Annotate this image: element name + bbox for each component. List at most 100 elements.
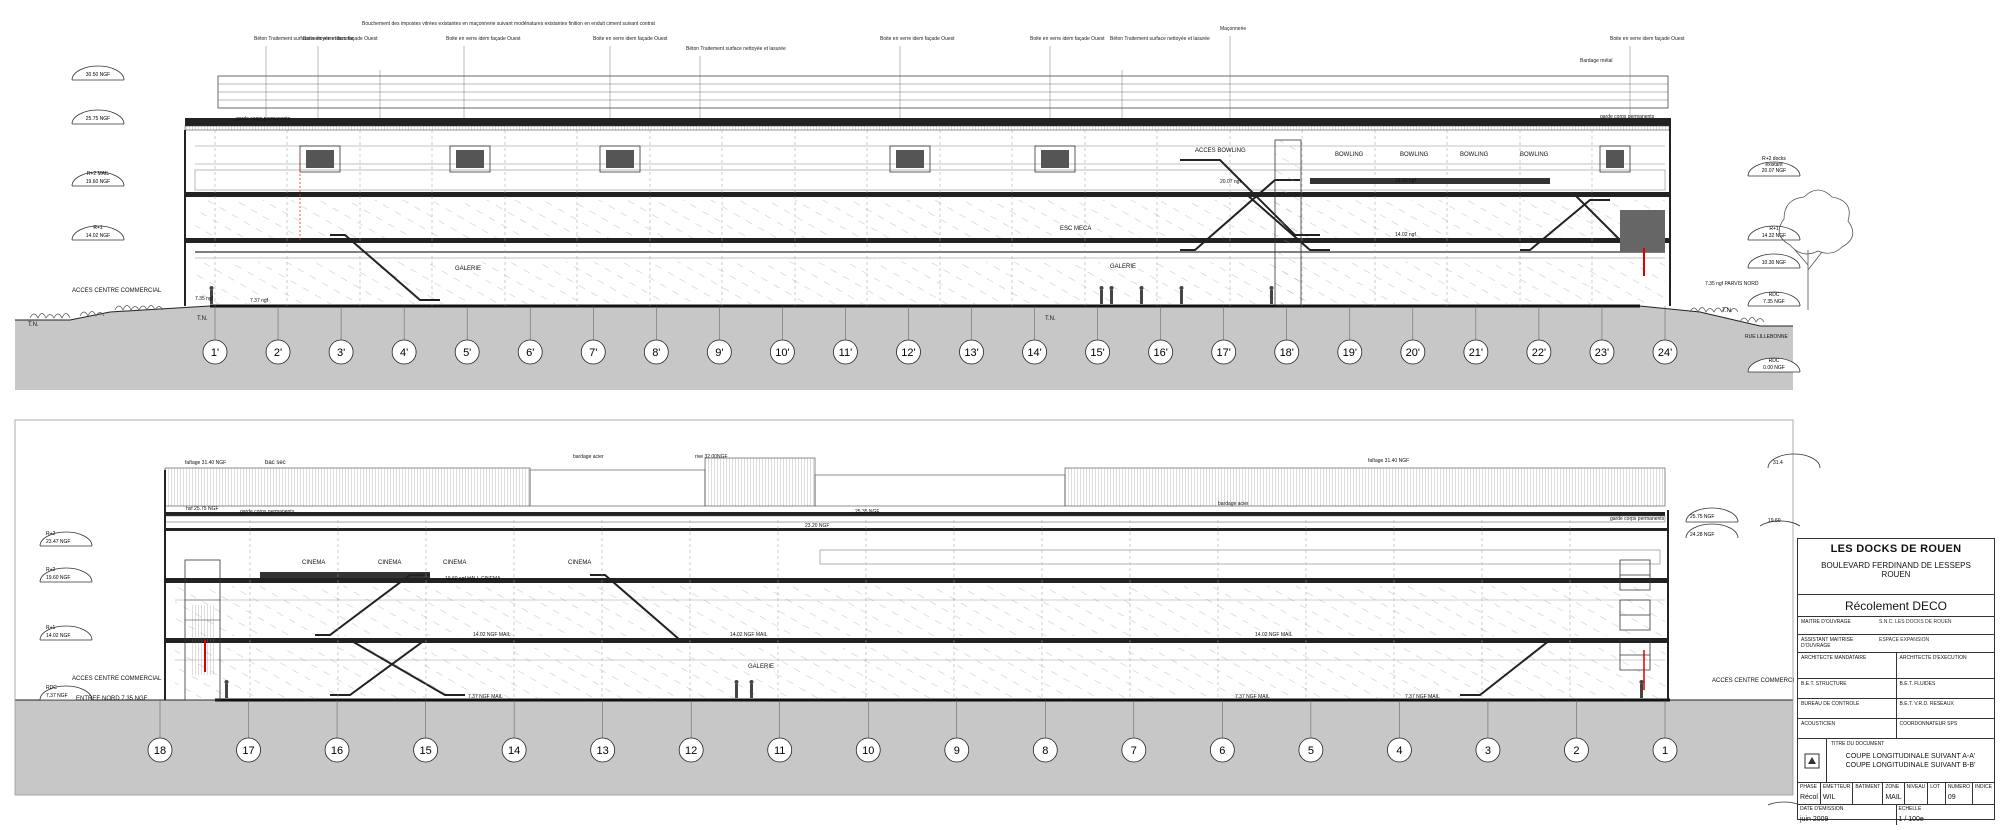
elevator-tower-a (1274, 139, 1302, 306)
level-markers-left-b: R+2 23.47 NGF R+2 19.60 NGF R+1 14.02 NG… (39, 531, 93, 701)
bureau-controle-label: BUREAU DE CONTROLE (1801, 701, 1860, 707)
echelle-value: 1 / 100e (1898, 816, 1924, 823)
grid-label-b: 14 (508, 745, 520, 757)
leader-lines-a (265, 36, 1631, 118)
grid-bubble-b (678, 737, 704, 763)
grid-bubble-a (1652, 339, 1678, 365)
level-r1-ngf: 14.02 NGF (86, 233, 110, 239)
phase-title: Récolement DECO (1798, 595, 1994, 617)
grid-label-a: 14' (1027, 347, 1041, 359)
cinema-1: CINEMA (302, 560, 325, 566)
mail-1402-b: 14.02 NGF MAIL (730, 632, 768, 638)
note-boite-2: Boite en verre idem façade Ouest (446, 36, 521, 42)
bet-row: B.E.T. STRUCTURE B.E.T. FLUIDES (1798, 679, 1994, 699)
date-value: juin 2009 (1800, 816, 1829, 823)
people-figures-a (209, 286, 1274, 304)
level-1960-a: 19.60 ngf (1395, 178, 1416, 184)
note-bouchement: Bouchement des impostes vitrées existant… (362, 21, 656, 27)
bet-fluides-label: B.E.T. FLUIDES (1895, 679, 1995, 698)
arc-markers-bottom (1767, 801, 1801, 806)
reference-cell-header: LOT (1930, 784, 1941, 790)
cinema-4: CINEMA (568, 560, 591, 566)
project-name: LES DOCKS DE ROUEN (1830, 543, 1962, 555)
note-beton-2: Béton Traitement surface nettoyée et las… (686, 46, 786, 52)
document-title: TITRE DU DOCUMENT COUPE LONGITUDINALE SU… (1827, 739, 1994, 782)
level-b-r2-a: R+2 (46, 531, 56, 537)
grid-label-a: 17' (1217, 347, 1231, 359)
bet-structure-label: B.E.T. STRUCTURE (1801, 681, 1847, 687)
level-r1-right: R+1 (1769, 226, 1779, 232)
grid-label-b: 9 (954, 745, 960, 757)
grid-label-b: 10 (862, 745, 874, 757)
grid-label-b: 7 (1131, 745, 1137, 757)
top-notes-a: Béton Traitement surface nettoyée et las… (254, 21, 1685, 64)
grid-bubble-a (328, 339, 354, 365)
level-b-2575: hsf 25.75 NGF (186, 506, 219, 512)
grid-bubble-a (643, 339, 669, 365)
cinema-3: CINEMA (443, 560, 466, 566)
garde-corps-a-2: garde corps permanents (1600, 114, 1655, 120)
grid-label-a: 24' (1658, 347, 1672, 359)
reference-cell-value: Récol (1800, 794, 1818, 801)
bowling-3: BOWLING (1460, 152, 1489, 158)
garde-corps-b: garde corps permanents (240, 509, 295, 515)
level-1030: 10.30 NGF (1762, 260, 1786, 266)
grid-label-a: 21' (1469, 347, 1483, 359)
grid-bubble-b (855, 737, 881, 763)
labels-b: faîtage 31.40 NGF bac sec bardage acier … (72, 454, 1794, 702)
maitre-ouvrage-value: S.N.C. LES DOCKS DE ROUEN (1879, 619, 1952, 625)
galerie-a-2: GALERIE (1110, 264, 1136, 270)
grid-label-a: 18' (1280, 347, 1294, 359)
grid-label-a: 4' (400, 347, 408, 359)
grid-bubble-a (1085, 339, 1111, 365)
mail-737-a: 7.37 NGF MAIL (468, 694, 503, 700)
level-b-right-314: 31.4 (1773, 460, 1783, 466)
grid-label-a: 11' (839, 347, 853, 359)
grid-bubble-b (944, 737, 970, 763)
titre-1: COUPE LONGITUDINALE SUIVANT A-A' (1845, 753, 1976, 760)
grid-label-b: 6 (1219, 745, 1225, 757)
maitre-ouvrage-label: MAITRE D'OUVRAGE (1801, 619, 1851, 625)
date-cell: DATE D'EMISSION juin 2009 (1798, 805, 1897, 825)
date-label: DATE D'EMISSION (1800, 806, 1844, 812)
reference-cell: NIVEAU (1905, 783, 1929, 804)
grid-label-a: 19' (1343, 347, 1357, 359)
mail-1402-a: 14.02 NGF MAIL (473, 632, 511, 638)
grid-bubble-a (391, 339, 417, 365)
reference-cell: BATIMENT (1853, 783, 1884, 804)
level-1402-a: 14.02 ngf (1395, 232, 1416, 238)
grid-label-b: 15 (419, 745, 431, 757)
level-markers-right-b: 31.4 25.75 NGF 24.28 NGF 19.60 (1685, 453, 1821, 539)
parvis-nord: 7.35 ngf PARVIS NORD (1705, 281, 1759, 287)
level-b-r1: R+1 (46, 625, 56, 631)
grid-bubble-b (413, 737, 438, 763)
coordonnateur-label: COORDONNATEUR SPS (1895, 719, 1995, 738)
level-b-r2-a-ngf: 23.47 NGF (46, 539, 70, 545)
garde-corps-b-2: garde corps permanents (1610, 516, 1665, 522)
people-figures-b (224, 680, 1644, 698)
shrubs-left-a (29, 305, 164, 319)
titre-label: TITRE DU DOCUMENT (1831, 741, 1885, 747)
bowling-main: BOWLING (1335, 152, 1364, 158)
bowling-2: BOWLING (1400, 152, 1429, 158)
acces-bowling: ACCES BOWLING (1195, 148, 1246, 154)
grid-bubble-a (1274, 339, 1300, 365)
grid-label-b: 5 (1308, 745, 1314, 757)
acces-centre-commercial-a: ACCES CENTRE COMMERCIAL (72, 288, 162, 294)
project-city: ROUEN (1881, 570, 1911, 579)
note-beton-3: Béton Traitement surface nettoyée et las… (1110, 36, 1210, 42)
architecte-execution-label: ARCHITECTE D'EXECUTION (1895, 653, 1995, 678)
reference-cell-header: PHASE (1800, 784, 1817, 790)
grid-bubble-a (1211, 339, 1237, 365)
level-b-r2-b: R+2 (46, 567, 56, 573)
note-boite-6: Boite en verre idem façade Ouest (1610, 36, 1685, 42)
grid-bubble-a (580, 339, 606, 365)
note-beton-1: Béton Traitement surface nettoyée et las… (254, 36, 354, 42)
labels-a: ACCES CENTRE COMMERCIAL T.N. T.N. T.N. T… (28, 114, 1788, 340)
level-markers-right-a: R+2 docks existant 20.07 NGF R+1 14.32 N… (1747, 156, 1801, 373)
level-rdc-right: RDC (1769, 292, 1780, 298)
galerie-a-1: GALERIE (455, 266, 481, 272)
